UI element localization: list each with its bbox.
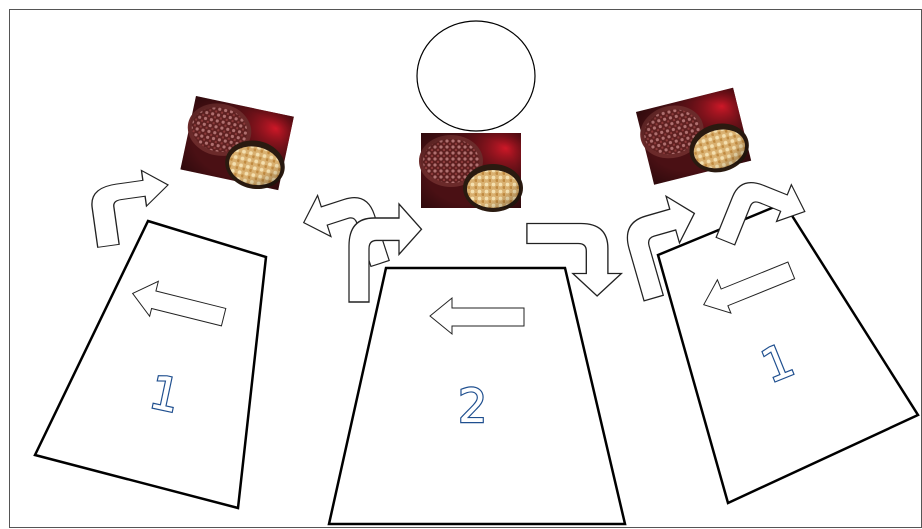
person-head-center [417,21,535,131]
food-photo-center [419,133,523,212]
table-label-center: 2 [458,379,487,433]
